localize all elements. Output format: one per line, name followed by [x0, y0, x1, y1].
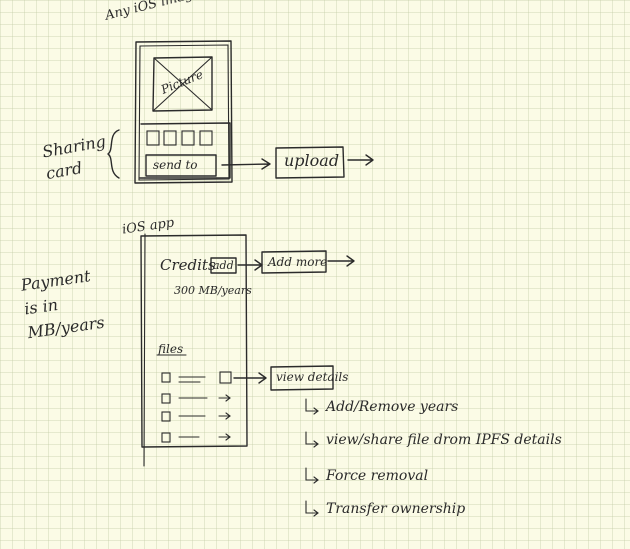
add-more-box	[261, 250, 327, 274]
add-more-label: Add more	[268, 255, 328, 269]
file-details-button	[219, 371, 232, 384]
credits-label: Credits	[160, 256, 216, 274]
detail-option-view-share-file: view/share file drom IPFS details	[326, 432, 562, 448]
upload-label: upload	[284, 151, 340, 170]
view-details-label: view details	[276, 370, 349, 384]
view-details-box	[270, 365, 334, 391]
ios-app-phone-frame	[140, 233, 248, 467]
upload-box	[275, 146, 345, 179]
file-row-arrow-icon	[218, 412, 231, 420]
arrow-after-add-more	[327, 255, 355, 267]
file-row-icon	[161, 432, 171, 443]
sharing-card-brace	[107, 129, 120, 179]
file-row-icon	[161, 393, 171, 404]
file-row-icon	[161, 372, 171, 383]
add-box	[210, 257, 237, 274]
credit-amount: 300 MB/years	[174, 284, 252, 297]
payment-note: Payment is in MB/years	[19, 266, 106, 343]
sharing-card-box	[139, 122, 231, 179]
file-row-icon	[161, 411, 171, 422]
image-app-phone-frame	[134, 40, 233, 184]
detail-option-transfer-ownership: Transfer ownership	[326, 501, 466, 517]
file-list	[161, 371, 232, 443]
arrow-send-to-upload	[221, 158, 271, 170]
detail-option-bullets	[305, 398, 319, 517]
picture-placeholder	[152, 56, 213, 112]
send-to-button-label: send to	[153, 158, 198, 172]
add-label: add	[213, 259, 234, 272]
send-to-button-box	[145, 154, 217, 177]
detail-option-add-remove-years: Add/Remove years	[326, 399, 459, 415]
detail-option-force-removal: Force removal	[326, 468, 429, 484]
file-row-lines	[178, 376, 206, 383]
arrow-after-upload	[347, 154, 374, 166]
arrow-to-view-details	[233, 372, 267, 384]
file-row-arrow-icon	[218, 394, 231, 402]
file-row-arrow-icon	[218, 433, 231, 441]
arrow-add-to-add-more	[237, 259, 263, 271]
files-label: files	[158, 342, 184, 356]
share-icon-row	[146, 130, 213, 146]
